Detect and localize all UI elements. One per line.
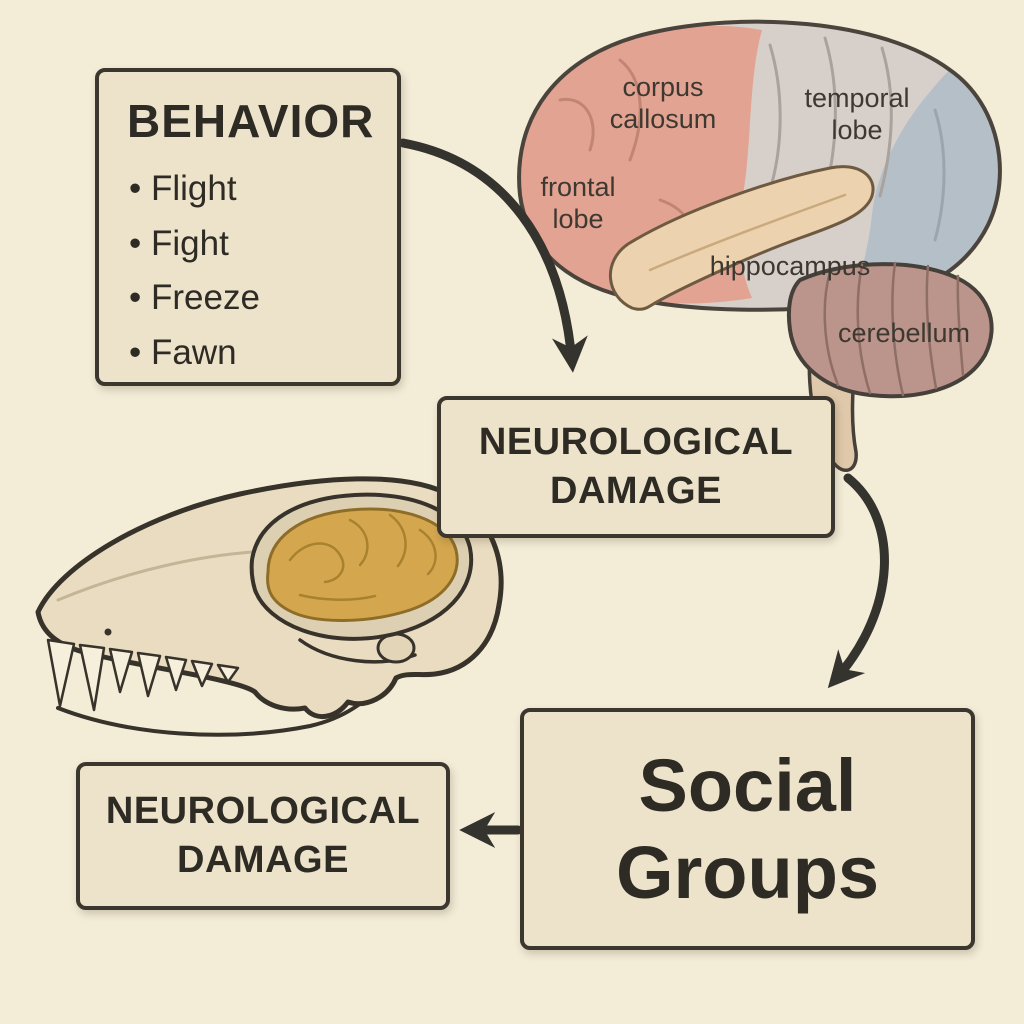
- label-hippocampus: hippocampus: [709, 251, 871, 281]
- label-temporal-lobe: temporal lobe: [804, 83, 909, 147]
- damage-bottom-line1: NEUROLOGICAL: [105, 790, 421, 833]
- skull-brain: [266, 507, 459, 622]
- label-line: callosum: [609, 103, 717, 134]
- cerebellum-region: [786, 262, 994, 399]
- behavior-item-flight: • Flight: [129, 169, 237, 208]
- nasal-ridge-line: [56, 550, 254, 602]
- occipital-region: [850, 70, 1000, 305]
- social-groups-box: Social Groups: [520, 708, 975, 950]
- behavior-item-freeze: • Freeze: [129, 278, 260, 318]
- label-line: corpus: [622, 72, 704, 102]
- behavior-title: BEHAVIOR: [127, 95, 375, 147]
- label-line: temporal: [804, 83, 910, 113]
- damage-bottom-line2: DAMAGE: [177, 839, 349, 881]
- flow-arrows: [398, 138, 889, 848]
- behavior-box: BEHAVIOR • Flight • Fight • Freeze • Faw…: [95, 68, 401, 386]
- damage-mid-line2: DAMAGE: [550, 470, 722, 512]
- skull-illustration: [35, 476, 504, 737]
- social-groups-line2: Groups: [615, 831, 880, 914]
- neurological-damage-box-middle: NEUROLOGICAL DAMAGE: [437, 396, 835, 538]
- skull-foramen-dot: [104, 628, 112, 636]
- label-line: lobe: [552, 203, 604, 234]
- social-groups-line1: Social: [638, 743, 857, 827]
- cerebellum-striations: [823, 261, 965, 397]
- label-corpus-callosum: corpus callosum: [610, 72, 717, 136]
- label-frontal-lobe: frontal lobe: [540, 172, 615, 236]
- label-cerebellum: cerebellum: [837, 318, 971, 348]
- skull-teeth: [46, 638, 240, 712]
- behavior-item-fight: • Fight: [129, 223, 229, 263]
- hippocampus-detail-line: [648, 193, 847, 272]
- neurological-damage-box-bottom: NEUROLOGICAL DAMAGE: [76, 762, 450, 910]
- behavior-item-fawn: • Fawn: [129, 332, 237, 372]
- damage-mid-line1: NEUROLOGICAL: [478, 421, 794, 464]
- label-line: frontal: [540, 172, 616, 202]
- behavior-list: • Flight • Fight • Freeze • Fawn: [129, 162, 369, 380]
- hippocampus-region: [609, 165, 875, 311]
- brain-illustration: [517, 19, 1002, 472]
- arrow-damage-to-social: [827, 473, 889, 689]
- label-line: lobe: [831, 114, 883, 145]
- skull-brain-gyri: [288, 513, 437, 601]
- arrow-behavior-to-damage: [398, 138, 588, 373]
